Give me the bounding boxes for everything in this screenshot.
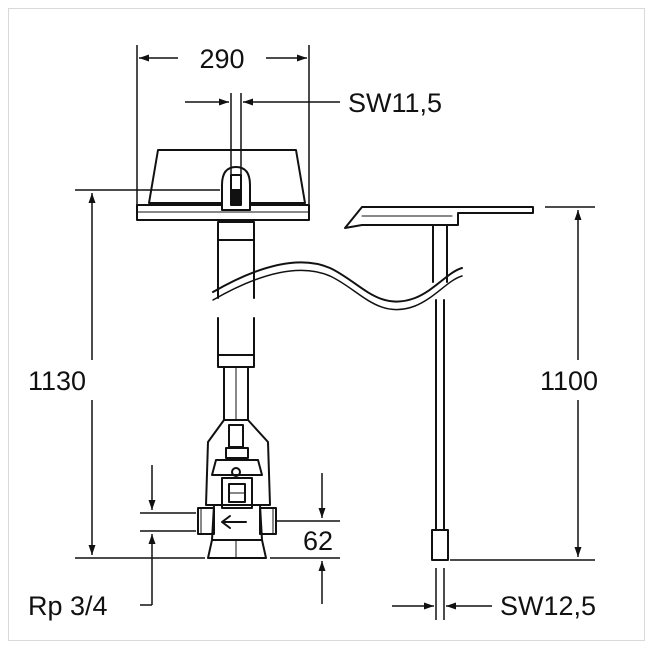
dimension-1100 (450, 206, 595, 561)
dimension-1130 (75, 189, 220, 559)
label-rp34: Rp 3/4 (28, 591, 108, 621)
dimension-sw115 (185, 93, 340, 180)
t-key (344, 206, 534, 561)
break-line (212, 261, 463, 303)
spindle-head (221, 166, 251, 211)
label-290: 290 (199, 44, 244, 74)
dimension-62 (270, 473, 340, 604)
label-sw115: SW11,5 (348, 88, 442, 118)
drawing-frame (8, 8, 645, 641)
label-62: 62 (303, 526, 333, 556)
label-1130: 1130 (28, 366, 86, 396)
dimension-290 (136, 45, 310, 210)
street-cap (136, 149, 310, 221)
label-sw125: SW12,5 (500, 591, 596, 621)
extension-tube (217, 221, 255, 421)
valve-body (197, 419, 277, 559)
dimension-rp34 (140, 465, 196, 606)
label-1100: 1100 (540, 366, 598, 396)
dimension-sw125 (392, 568, 492, 620)
